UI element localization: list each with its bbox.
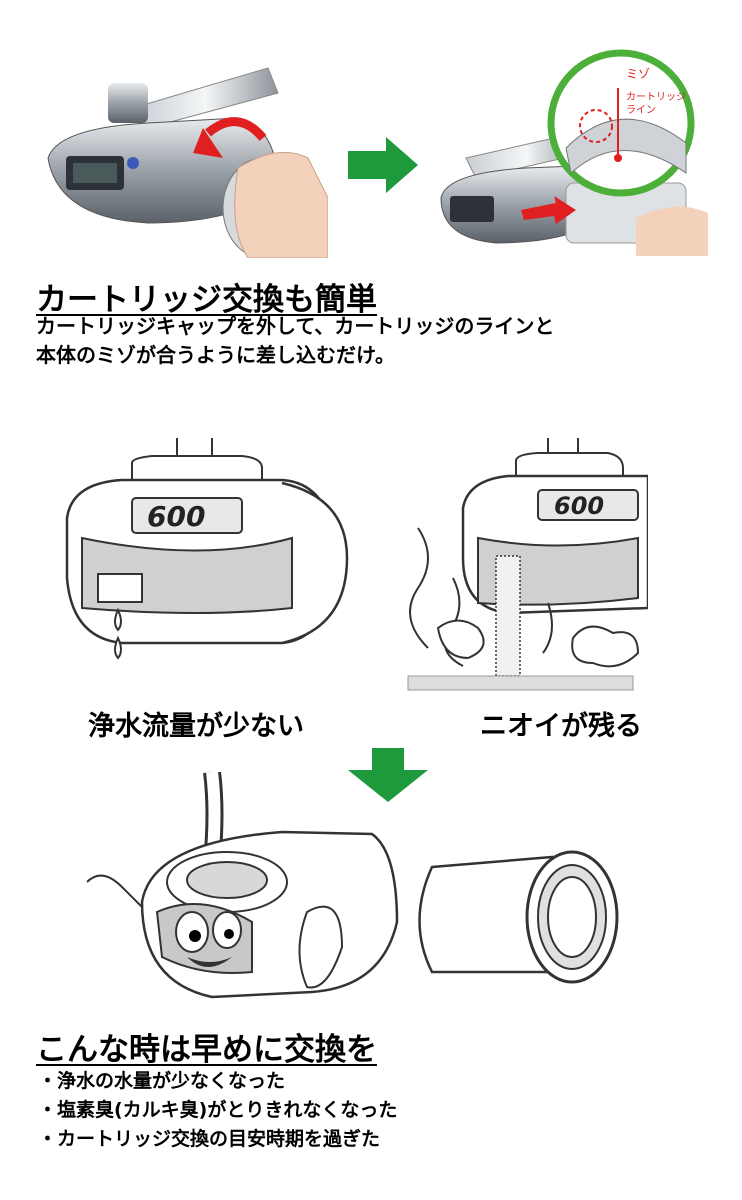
- bullet-item-3: ・カートリッジ交換の目安時期を過ぎた: [38, 1128, 381, 1150]
- caption-odor-remains: ニオイが残る: [480, 711, 642, 742]
- illustration-low-flow: 600: [62, 438, 352, 692]
- down-arrow-icon: [348, 748, 428, 806]
- section3-title: こんな時は早めに交換を: [36, 1032, 377, 1068]
- illustration-odor-remains: 600: [398, 438, 650, 697]
- display-value-left: 600: [147, 500, 205, 533]
- callout-line-label-a: カートリッジ: [626, 91, 686, 103]
- illustration-mascot-cartridge: [82, 770, 642, 1021]
- right-arrow-icon: [348, 137, 418, 197]
- callout-line-label-b: ライン: [626, 104, 656, 116]
- section1-title: カートリッジ交換も簡単: [36, 282, 377, 318]
- section1-desc-line1: カートリッジキャップを外して、カートリッジのラインと: [36, 314, 555, 338]
- photo-remove-cartridge: [38, 48, 328, 258]
- callout-groove-label: ミゾ: [626, 67, 650, 81]
- section1-desc-line2: 本体のミゾが合うように差し込むだけ。: [36, 343, 395, 367]
- display-value-right: 600: [554, 492, 604, 520]
- bullet-item-2: ・塩素臭(カルキ臭)がとりきれなくなった: [38, 1099, 398, 1121]
- bullet-item-1: ・浄水の水量が少なくなった: [38, 1070, 286, 1092]
- photo-insert-cartridge: ミゾ カートリッジ ライン: [436, 48, 708, 256]
- caption-low-flow: 浄水流量が少ない: [88, 711, 304, 742]
